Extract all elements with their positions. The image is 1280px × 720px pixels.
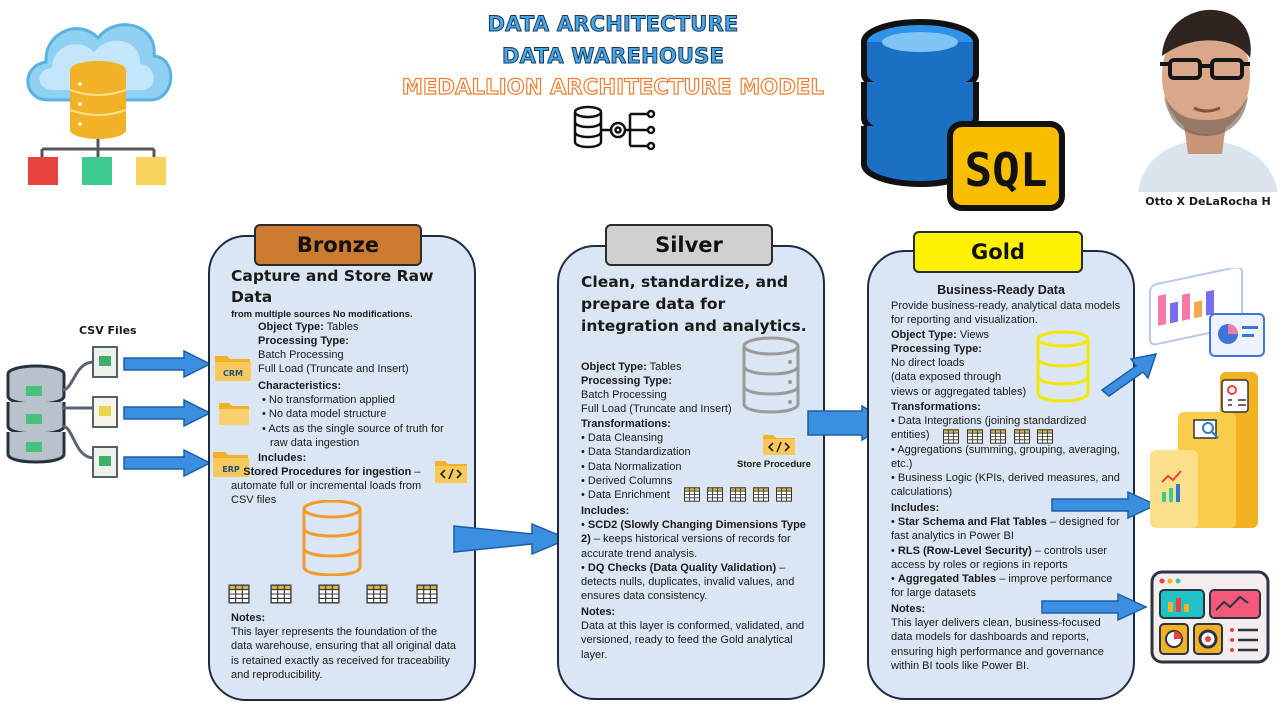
gold-notes: Notes: This layer delivers clean, busine… (891, 603, 1104, 672)
silver-tag: Silver (605, 224, 773, 266)
source-arrow-1 (123, 349, 212, 379)
table-grid-icon (270, 584, 292, 604)
gold-object-type: Object Type: Views (891, 329, 990, 341)
silver-heading: Clean, standardize, and prepare data for… (581, 273, 807, 335)
gold-includes: Includes: • Star Schema and Flat Tables … (891, 502, 1120, 600)
silver-object-type: Object Type: Tables (581, 361, 682, 373)
gold-intro: Provide business-ready, analytical data … (891, 300, 1121, 327)
bronze-includes: Stored Procedures for ingestion – automa… (231, 466, 422, 507)
title-data-architecture: DATA ARCHITECTURE (487, 12, 739, 37)
store-procedure-icon (763, 435, 795, 455)
report-dashboard-icon (1150, 570, 1270, 664)
author-name: Otto X DeLaRocha H (1145, 195, 1271, 208)
table-grid-icon (706, 487, 724, 502)
author-avatar (1134, 4, 1280, 192)
title-medallion-model: MEDALLION ARCHITECTURE MODEL (401, 74, 825, 99)
bronze-layer-panel (208, 235, 476, 701)
table-grid-icon (683, 487, 701, 502)
table-grid-icon (416, 584, 438, 604)
bronze-to-silver-arrow (453, 522, 570, 556)
table-grid-icon (989, 429, 1007, 444)
silver-notes: Notes: Data at this layer is conformed, … (581, 606, 805, 661)
bronze-heading: Capture and Store Raw Data (231, 267, 434, 306)
source-database-icon (6, 364, 66, 464)
folder-icon (219, 403, 249, 425)
table-grid-icon (775, 487, 793, 502)
table-grid-icon (752, 487, 770, 502)
sql-database-icon: SQL (861, 19, 1065, 211)
silver-transformations: Transformations: • Data Cleansing • Data… (581, 418, 691, 502)
source-arrow-3 (123, 448, 212, 478)
table-grid-icon (942, 429, 960, 444)
bronze-characteristics: Characteristics: • No transformation app… (258, 380, 444, 449)
table-grid-icon (966, 429, 984, 444)
gold-heading: Business-Ready Data (937, 283, 1065, 297)
silver-layer-panel (557, 245, 825, 700)
gold-arrow-powerbi (1051, 490, 1158, 520)
gold-arrow-reports (1041, 592, 1148, 622)
gold-database-icon (1036, 330, 1090, 403)
silver-includes: Includes: • SCD2 (Slowly Changing Dimens… (581, 505, 806, 603)
store-procedure-label: Store Procedure (737, 459, 811, 470)
bronze-includes-label: Includes: (258, 452, 307, 464)
csv-file-icon-1 (92, 346, 118, 378)
bronze-processing: Processing Type: Batch Processing Full L… (258, 335, 409, 376)
title-data-warehouse: DATA WAREHOUSE (501, 44, 725, 69)
analytics-dashboard-icon (1149, 268, 1265, 357)
table-grid-icon (1013, 429, 1031, 444)
silver-processing: Processing Type: Batch Processing Full L… (581, 375, 732, 416)
power-bi-icon (1150, 372, 1258, 528)
csv-file-icon-2 (92, 396, 118, 428)
code-folder-icon (435, 461, 467, 483)
bronze-subheading: from multiple sources No modifications. (231, 309, 413, 320)
erp-folder-icon: ERP (213, 452, 249, 477)
svg-text:ERP: ERP (222, 465, 240, 474)
table-grid-icon (1036, 429, 1054, 444)
gold-arrow-dashboard (1100, 353, 1158, 397)
gold-processing: Processing Type: No direct loads (data e… (891, 343, 1027, 398)
table-grid-icon (318, 584, 340, 604)
gold-layer-panel (867, 250, 1135, 700)
source-arrow-2 (123, 398, 212, 428)
data-gear-icon (573, 105, 656, 151)
csv-files-label: CSV Files (79, 324, 137, 337)
table-grid-icon (729, 487, 747, 502)
bronze-notes: Notes: This layer represents the foundat… (231, 612, 457, 681)
csv-file-icon-3 (92, 446, 118, 478)
svg-text:CRM: CRM (223, 369, 243, 378)
gold-transformations: Transformations: • Data Integrations (jo… (891, 401, 1120, 499)
sql-label: SQL (964, 143, 1047, 197)
bronze-tag: Bronze (254, 224, 422, 266)
gold-tag: Gold (913, 231, 1083, 273)
silver-database-icon (742, 336, 800, 414)
table-grid-icon (366, 584, 388, 604)
bronze-database-icon (302, 500, 362, 576)
source-connector-lines (61, 360, 95, 460)
cloud-database-icon (26, 23, 173, 185)
table-grid-icon (228, 584, 250, 604)
crm-folder-icon: CRM (215, 356, 251, 381)
bronze-object-type: Object Type: Tables (258, 321, 359, 333)
